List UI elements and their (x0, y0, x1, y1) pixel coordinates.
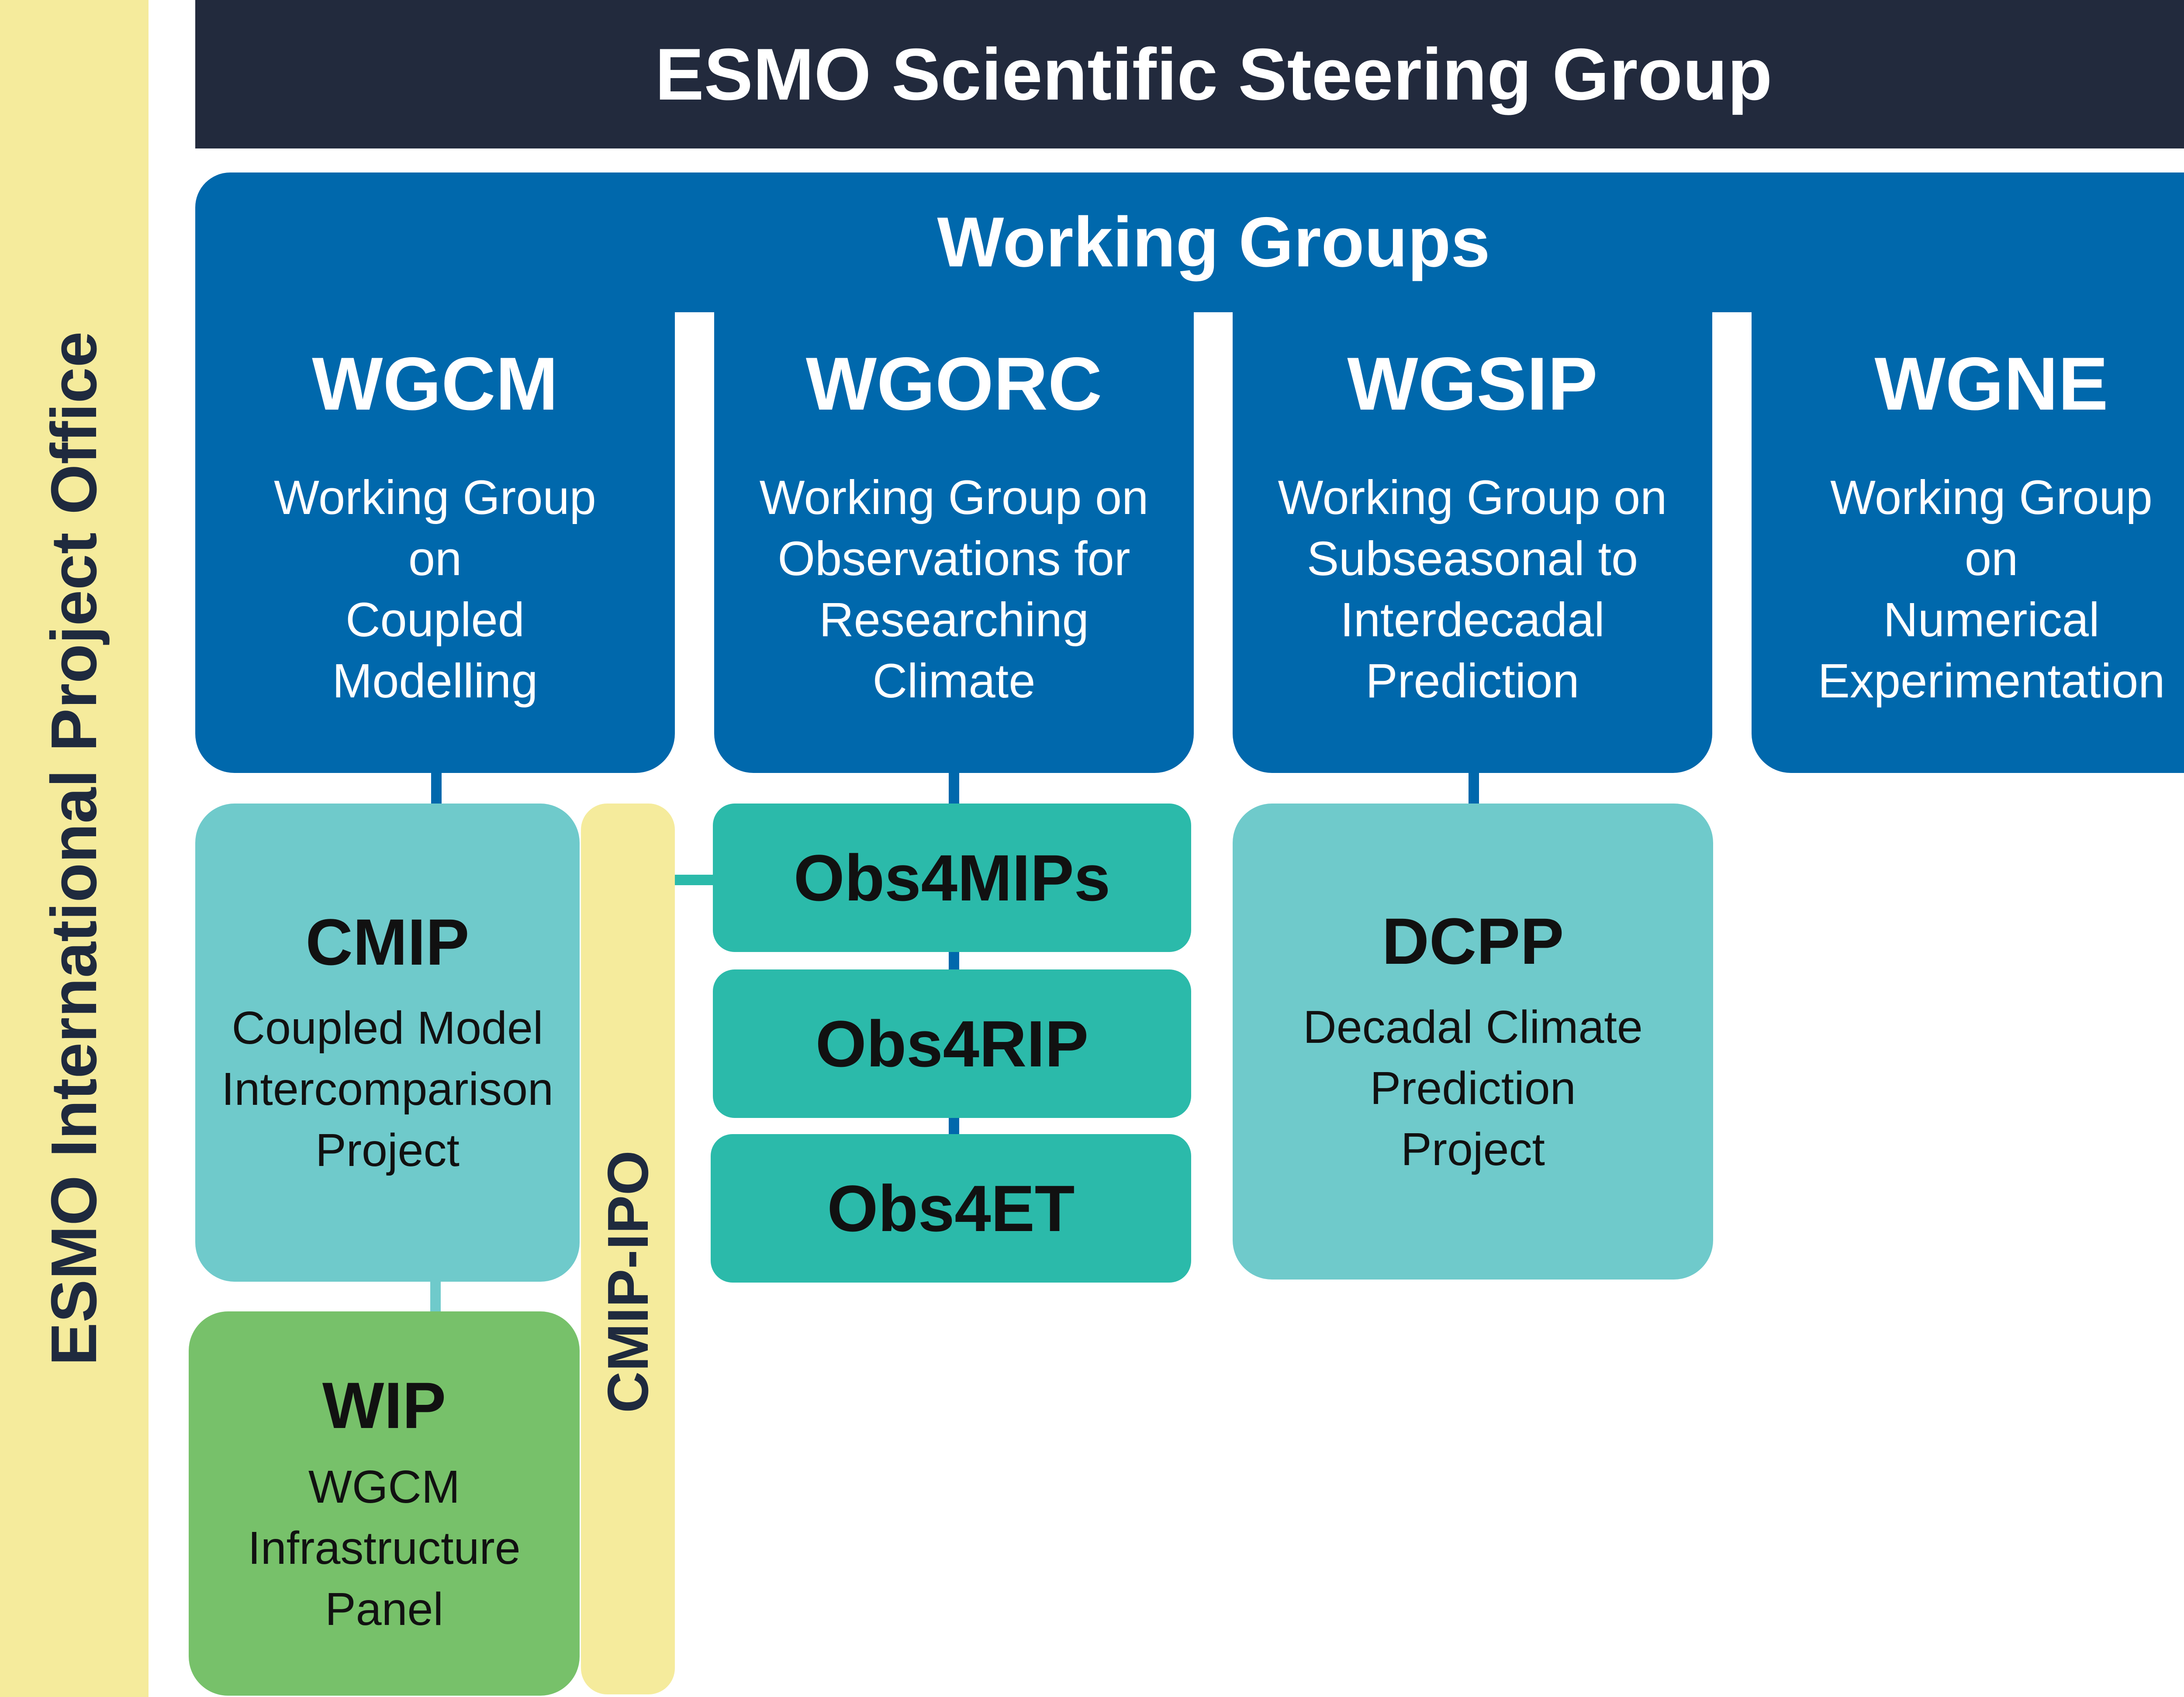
cmip-full-name: Coupled Model Intercomparison Project (221, 1002, 553, 1176)
obs4mips-box: Obs4MIPs (713, 804, 1191, 952)
obs4et-box: Obs4ET (711, 1134, 1191, 1283)
steering-group-header: ESMO Scientific Steering Group (195, 0, 2184, 148)
ipo-bar (0, 0, 149, 1697)
wg-full-name: Working Group on Coupled Modelling (274, 471, 596, 708)
dcpp-box: DCPP Decadal Climate Prediction Project (1233, 804, 1713, 1280)
wg-full-name: Working Group on Numerical Experimentati… (1818, 471, 2165, 708)
connector-wgsip-dcpp (1469, 771, 1479, 806)
obs4rip-label: Obs4RIP (815, 1007, 1089, 1080)
obs4et-label: Obs4ET (827, 1171, 1075, 1245)
wg-abbr: WGSIP (1347, 342, 1598, 426)
obs4mips-label: Obs4MIPs (793, 841, 1111, 914)
connector-wgcm-cmip (431, 771, 442, 806)
cmip-box: CMIP Coupled Model Intercomparison Proje… (195, 804, 580, 1282)
wg-column-wgorc: WGORC Working Group on Observations for … (714, 306, 1194, 773)
wip-abbr: WIP (322, 1368, 446, 1442)
dcpp-abbr: DCPP (1382, 904, 1564, 978)
cmip-abbr: CMIP (305, 905, 470, 979)
obs4rip-box: Obs4RIP (713, 969, 1191, 1118)
wg-column-wgcm: WGCM Working Group on Coupled Modelling (195, 306, 675, 773)
cmip-ipo-label: CMIP-IPO (595, 1150, 660, 1413)
ipo-label: ESMO International Project Office (38, 331, 110, 1366)
steering-group-title: ESMO Scientific Steering Group (655, 33, 1773, 115)
wg-full-name: Working Group on Observations for Resear… (759, 471, 1149, 708)
working-groups-banner: Working Groups (195, 172, 2184, 312)
wip-box: WIP WGCM Infrastructure Panel (189, 1311, 580, 1696)
wg-full-name: Working Group on Subseasonal to Interdec… (1278, 471, 1667, 708)
connector-ipo-obs (675, 875, 714, 885)
wg-abbr: WGCM (312, 342, 558, 426)
wg-column-wgsip: WGSIP Working Group on Subseasonal to In… (1233, 306, 1712, 773)
wg-column-wgne: WGNE Working Group on Numerical Experime… (1752, 306, 2184, 773)
wg-abbr: WGORC (805, 342, 1102, 426)
connector-wgorc-obs (949, 771, 959, 806)
cmip-ipo-bar (581, 804, 675, 1694)
dcpp-full-name: Decadal Climate Prediction Project (1303, 1001, 1643, 1175)
wip-full-name: WGCM Infrastructure Panel (248, 1461, 521, 1635)
connector-cmip-wip (430, 1280, 441, 1314)
wg-abbr: WGNE (1874, 342, 2108, 426)
working-groups-title: Working Groups (937, 203, 1490, 282)
